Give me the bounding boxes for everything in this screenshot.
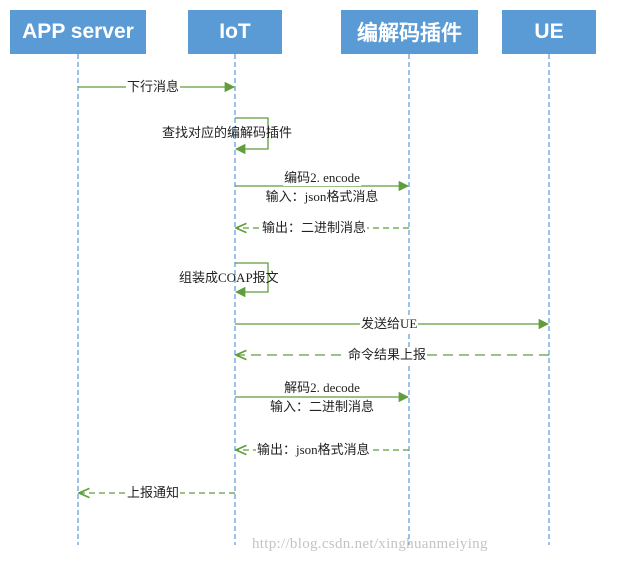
label-decode: 解码2. decode bbox=[283, 380, 361, 396]
participant-ue: UE bbox=[502, 10, 596, 54]
label-command-result: 命令结果上报 bbox=[347, 347, 428, 363]
label-downlink-message: 下行消息 bbox=[126, 79, 181, 95]
label-report-notify: 上报通知 bbox=[126, 485, 181, 501]
label-encode-input: 输入：json格式消息 bbox=[265, 189, 379, 204]
label-output-json: 输出：json格式消息 bbox=[256, 442, 371, 458]
label-output-binary: 输出：二进制消息 bbox=[261, 220, 368, 236]
label-decode-input: 输入：二进制消息 bbox=[269, 399, 375, 414]
arrow-find-codec-plugin bbox=[234, 117, 269, 155]
watermark: http://blog.csdn.net/xinghuanmeiying bbox=[252, 536, 488, 552]
label-encode: 编码2. encode bbox=[283, 170, 361, 186]
label-find-codec-plugin: 查找对应的编解码插件 bbox=[162, 125, 293, 140]
arrow-assemble-coap bbox=[234, 262, 269, 298]
label-assemble-coap: 组装成COAP报文 bbox=[179, 270, 279, 285]
participant-app-server: APP server bbox=[10, 10, 146, 54]
participant-codec-plugin: 编解码插件 bbox=[341, 10, 478, 54]
participant-iot: IoT bbox=[188, 10, 282, 54]
label-send-to-ue: 发送给UE bbox=[360, 316, 419, 332]
